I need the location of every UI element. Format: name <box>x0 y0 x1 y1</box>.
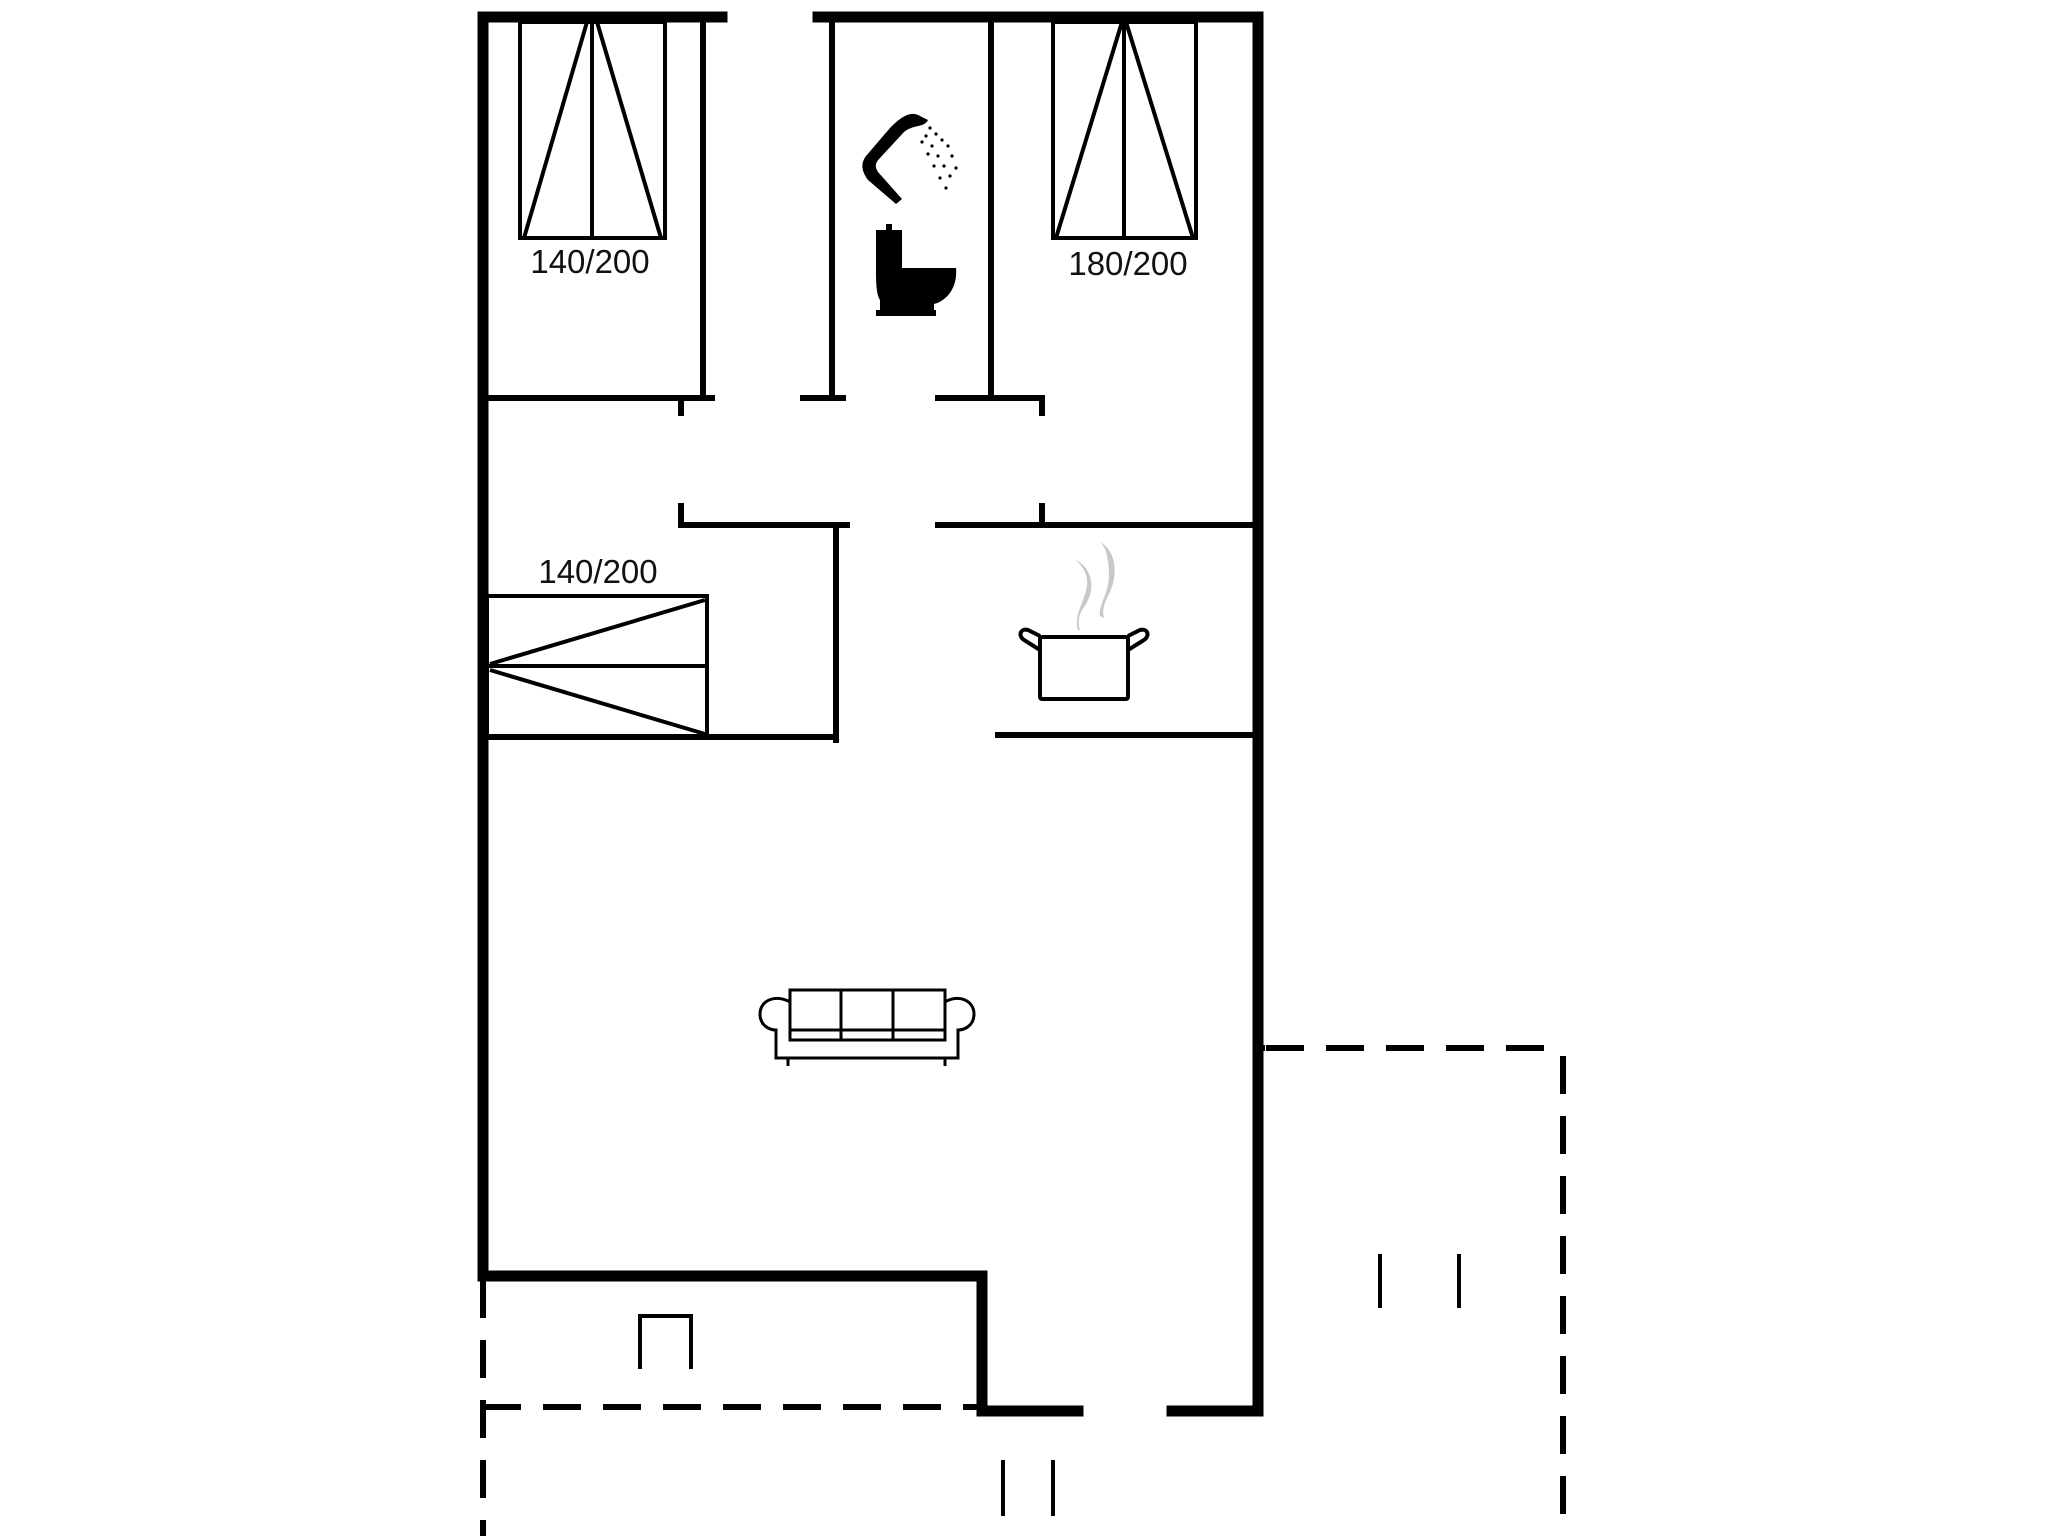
bedroom-2: 180/200 <box>1051 20 1198 282</box>
bed-size-label: 140/200 <box>530 243 649 280</box>
terrace <box>1266 1045 1566 1536</box>
wall-top-right <box>812 11 1264 1417</box>
toilet-icon <box>876 224 957 316</box>
wall-top-left <box>477 11 728 1282</box>
wall-lower <box>477 1270 1084 1417</box>
bathroom <box>800 19 1045 416</box>
cooking-pot-icon <box>1018 542 1150 701</box>
bed-size-label: 140/200 <box>538 553 657 590</box>
bedroom-1: 140/200 <box>484 19 715 416</box>
living-room <box>758 988 976 1066</box>
outer-walls <box>477 11 1265 1417</box>
double-bed-icon <box>485 594 709 739</box>
kitchen <box>995 542 1258 738</box>
bed-size-label: 180/200 <box>1068 245 1187 282</box>
double-bed-icon <box>1051 20 1198 240</box>
sofa-icon <box>758 988 976 1066</box>
fireplace-nook <box>480 1280 980 1536</box>
shower-icon <box>862 113 958 204</box>
entrance-steps <box>1001 1460 1055 1516</box>
double-bed-icon <box>518 20 667 240</box>
bedroom-3: 140/200 <box>484 553 839 740</box>
hallway <box>678 503 1258 743</box>
fireplace-icon <box>638 1314 693 1369</box>
